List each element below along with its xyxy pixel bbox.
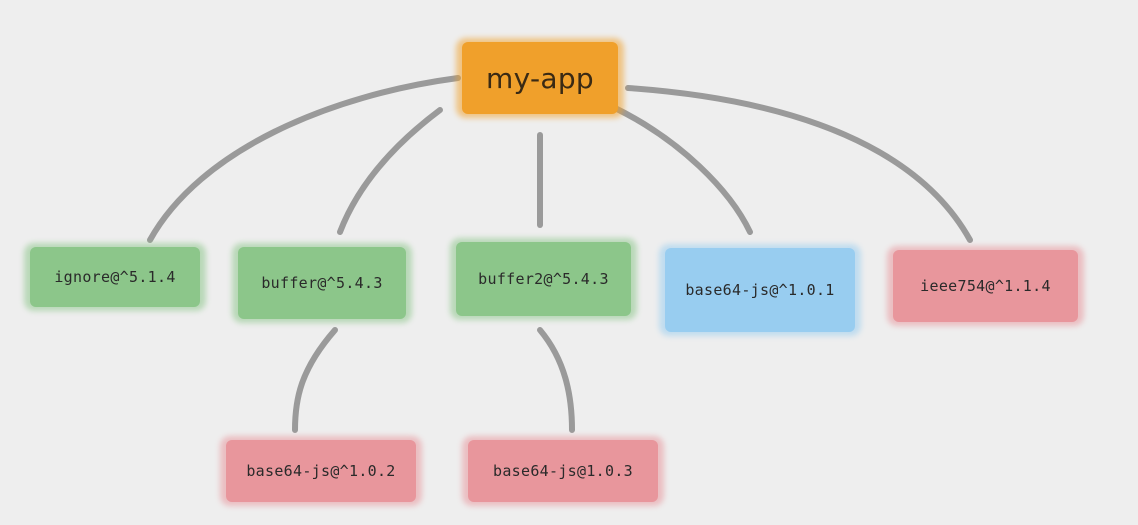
node-buffer2: buffer2@^5.4.3: [456, 242, 631, 316]
edge-root-base64-top: [612, 105, 753, 235]
edge-root-ieee754: [625, 85, 973, 243]
node-base64-js-top: base64-js@^1.0.1: [665, 248, 855, 332]
node-label: base64-js@^1.0.2: [246, 462, 396, 480]
node-ieee754: ieee754@^1.1.4: [893, 250, 1078, 322]
node-buffer: buffer@^5.4.3: [238, 247, 406, 319]
edge-root-buffer: [337, 107, 443, 235]
edge-buffer-base64-a: [292, 327, 338, 433]
edge-buffer2-base64-b: [537, 327, 575, 433]
node-my-app: my-app: [462, 42, 618, 114]
node-label: ieee754@^1.1.4: [920, 277, 1051, 295]
node-label: base64-js@1.0.3: [493, 462, 633, 480]
node-base64-js-b: base64-js@1.0.3: [468, 440, 658, 502]
node-label: base64-js@^1.0.1: [685, 281, 835, 299]
node-label: ignore@^5.1.4: [54, 268, 176, 286]
node-label: buffer@^5.4.3: [261, 274, 383, 292]
edge-root-ignore: [147, 75, 461, 243]
node-label: buffer2@^5.4.3: [478, 270, 609, 288]
node-label: my-app: [486, 61, 594, 95]
node-base64-js-a: base64-js@^1.0.2: [226, 440, 416, 502]
node-ignore: ignore@^5.1.4: [30, 247, 200, 307]
